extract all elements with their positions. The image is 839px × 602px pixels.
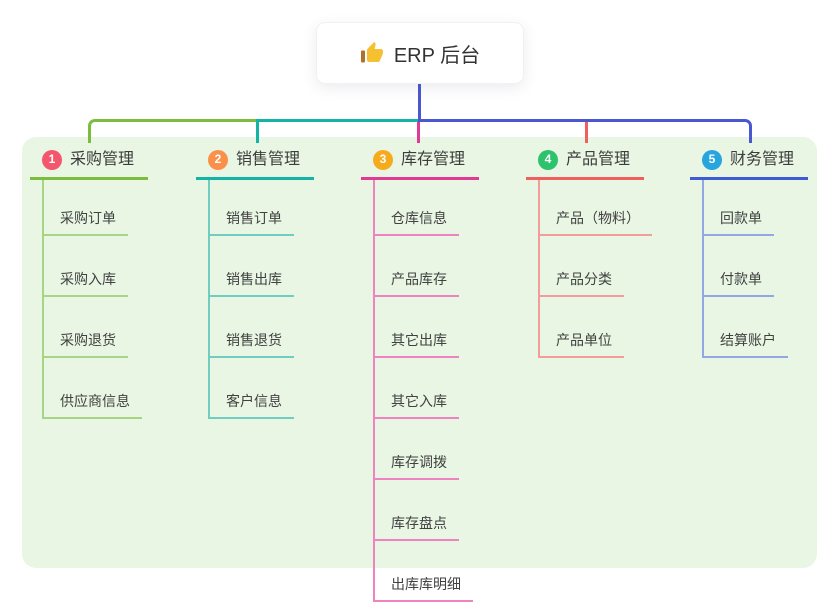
branch-label: 产品管理 bbox=[566, 151, 631, 168]
branch-title[interactable]: 3 库存管理 bbox=[361, 148, 479, 180]
branch-number-badge: 4 bbox=[538, 149, 558, 170]
branch-label: 采购管理 bbox=[70, 151, 135, 168]
root-connector-line bbox=[418, 82, 421, 122]
branch-number-badge: 2 bbox=[208, 149, 228, 170]
drop-connector-branch-3 bbox=[417, 122, 420, 143]
child-node[interactable]: 其它入库 bbox=[375, 358, 459, 419]
child-node[interactable]: 产品库存 bbox=[375, 236, 459, 297]
branch-3: 3 库存管理 仓库信息产品库存其它出库其它入库库存调拨库存盘点出库库明细 bbox=[361, 148, 479, 602]
child-node[interactable]: 回款单 bbox=[704, 180, 774, 236]
branch-2: 2 销售管理 销售订单销售出库销售退货客户信息 bbox=[196, 148, 314, 419]
drop-connector-branch-4 bbox=[585, 122, 588, 143]
branches-panel bbox=[22, 137, 817, 568]
branch-children: 销售订单销售出库销售退货客户信息 bbox=[208, 180, 314, 419]
branch-children: 回款单付款单结算账户 bbox=[702, 180, 808, 358]
branch-title[interactable]: 2 销售管理 bbox=[196, 148, 314, 180]
child-node[interactable]: 供应商信息 bbox=[44, 358, 142, 419]
bus-connector-branch-1 bbox=[88, 119, 256, 143]
child-node[interactable]: 采购退货 bbox=[44, 297, 128, 358]
thumbs-up-icon bbox=[360, 41, 384, 65]
branch-title[interactable]: 1 采购管理 bbox=[30, 148, 148, 180]
branch-number-badge: 5 bbox=[702, 149, 722, 170]
branch-1: 1 采购管理 采购订单采购入库采购退货供应商信息 bbox=[30, 148, 148, 419]
branch-label: 销售管理 bbox=[236, 151, 301, 168]
child-node[interactable]: 销售退货 bbox=[210, 297, 294, 358]
branch-4: 4 产品管理 产品（物料）产品分类产品单位 bbox=[526, 148, 652, 358]
branch-number-badge: 3 bbox=[373, 149, 393, 170]
child-node[interactable]: 仓库信息 bbox=[375, 180, 459, 236]
branch-children: 采购订单采购入库采购退货供应商信息 bbox=[42, 180, 148, 419]
branch-label: 财务管理 bbox=[730, 151, 795, 168]
branch-children: 产品（物料）产品分类产品单位 bbox=[538, 180, 652, 358]
bus-connector-branch-2 bbox=[256, 119, 418, 143]
child-node[interactable]: 结算账户 bbox=[704, 297, 788, 358]
branch-children: 仓库信息产品库存其它出库其它入库库存调拨库存盘点出库库明细 bbox=[373, 180, 479, 602]
child-node[interactable]: 销售出库 bbox=[210, 236, 294, 297]
child-node[interactable]: 产品分类 bbox=[540, 236, 624, 297]
child-node[interactable]: 产品单位 bbox=[540, 297, 624, 358]
branch-title[interactable]: 4 产品管理 bbox=[526, 148, 644, 180]
child-node[interactable]: 产品（物料） bbox=[540, 180, 652, 236]
child-node[interactable]: 销售订单 bbox=[210, 180, 294, 236]
root-label: ERP 后台 bbox=[393, 44, 481, 67]
child-node[interactable]: 出库库明细 bbox=[375, 541, 473, 602]
bus-connector-branch-5 bbox=[418, 119, 752, 143]
branch-number-badge: 1 bbox=[42, 149, 62, 170]
child-node[interactable]: 付款单 bbox=[704, 236, 774, 297]
root-node[interactable]: ERP 后台 bbox=[316, 22, 524, 84]
child-node[interactable]: 采购入库 bbox=[44, 236, 128, 297]
child-node[interactable]: 库存调拨 bbox=[375, 419, 459, 480]
child-node[interactable]: 客户信息 bbox=[210, 358, 294, 419]
child-node[interactable]: 库存盘点 bbox=[375, 480, 459, 541]
child-node[interactable]: 采购订单 bbox=[44, 180, 128, 236]
branch-title[interactable]: 5 财务管理 bbox=[690, 148, 808, 180]
branch-5: 5 财务管理 回款单付款单结算账户 bbox=[690, 148, 808, 358]
branch-label: 库存管理 bbox=[401, 151, 466, 168]
child-node[interactable]: 其它出库 bbox=[375, 297, 459, 358]
